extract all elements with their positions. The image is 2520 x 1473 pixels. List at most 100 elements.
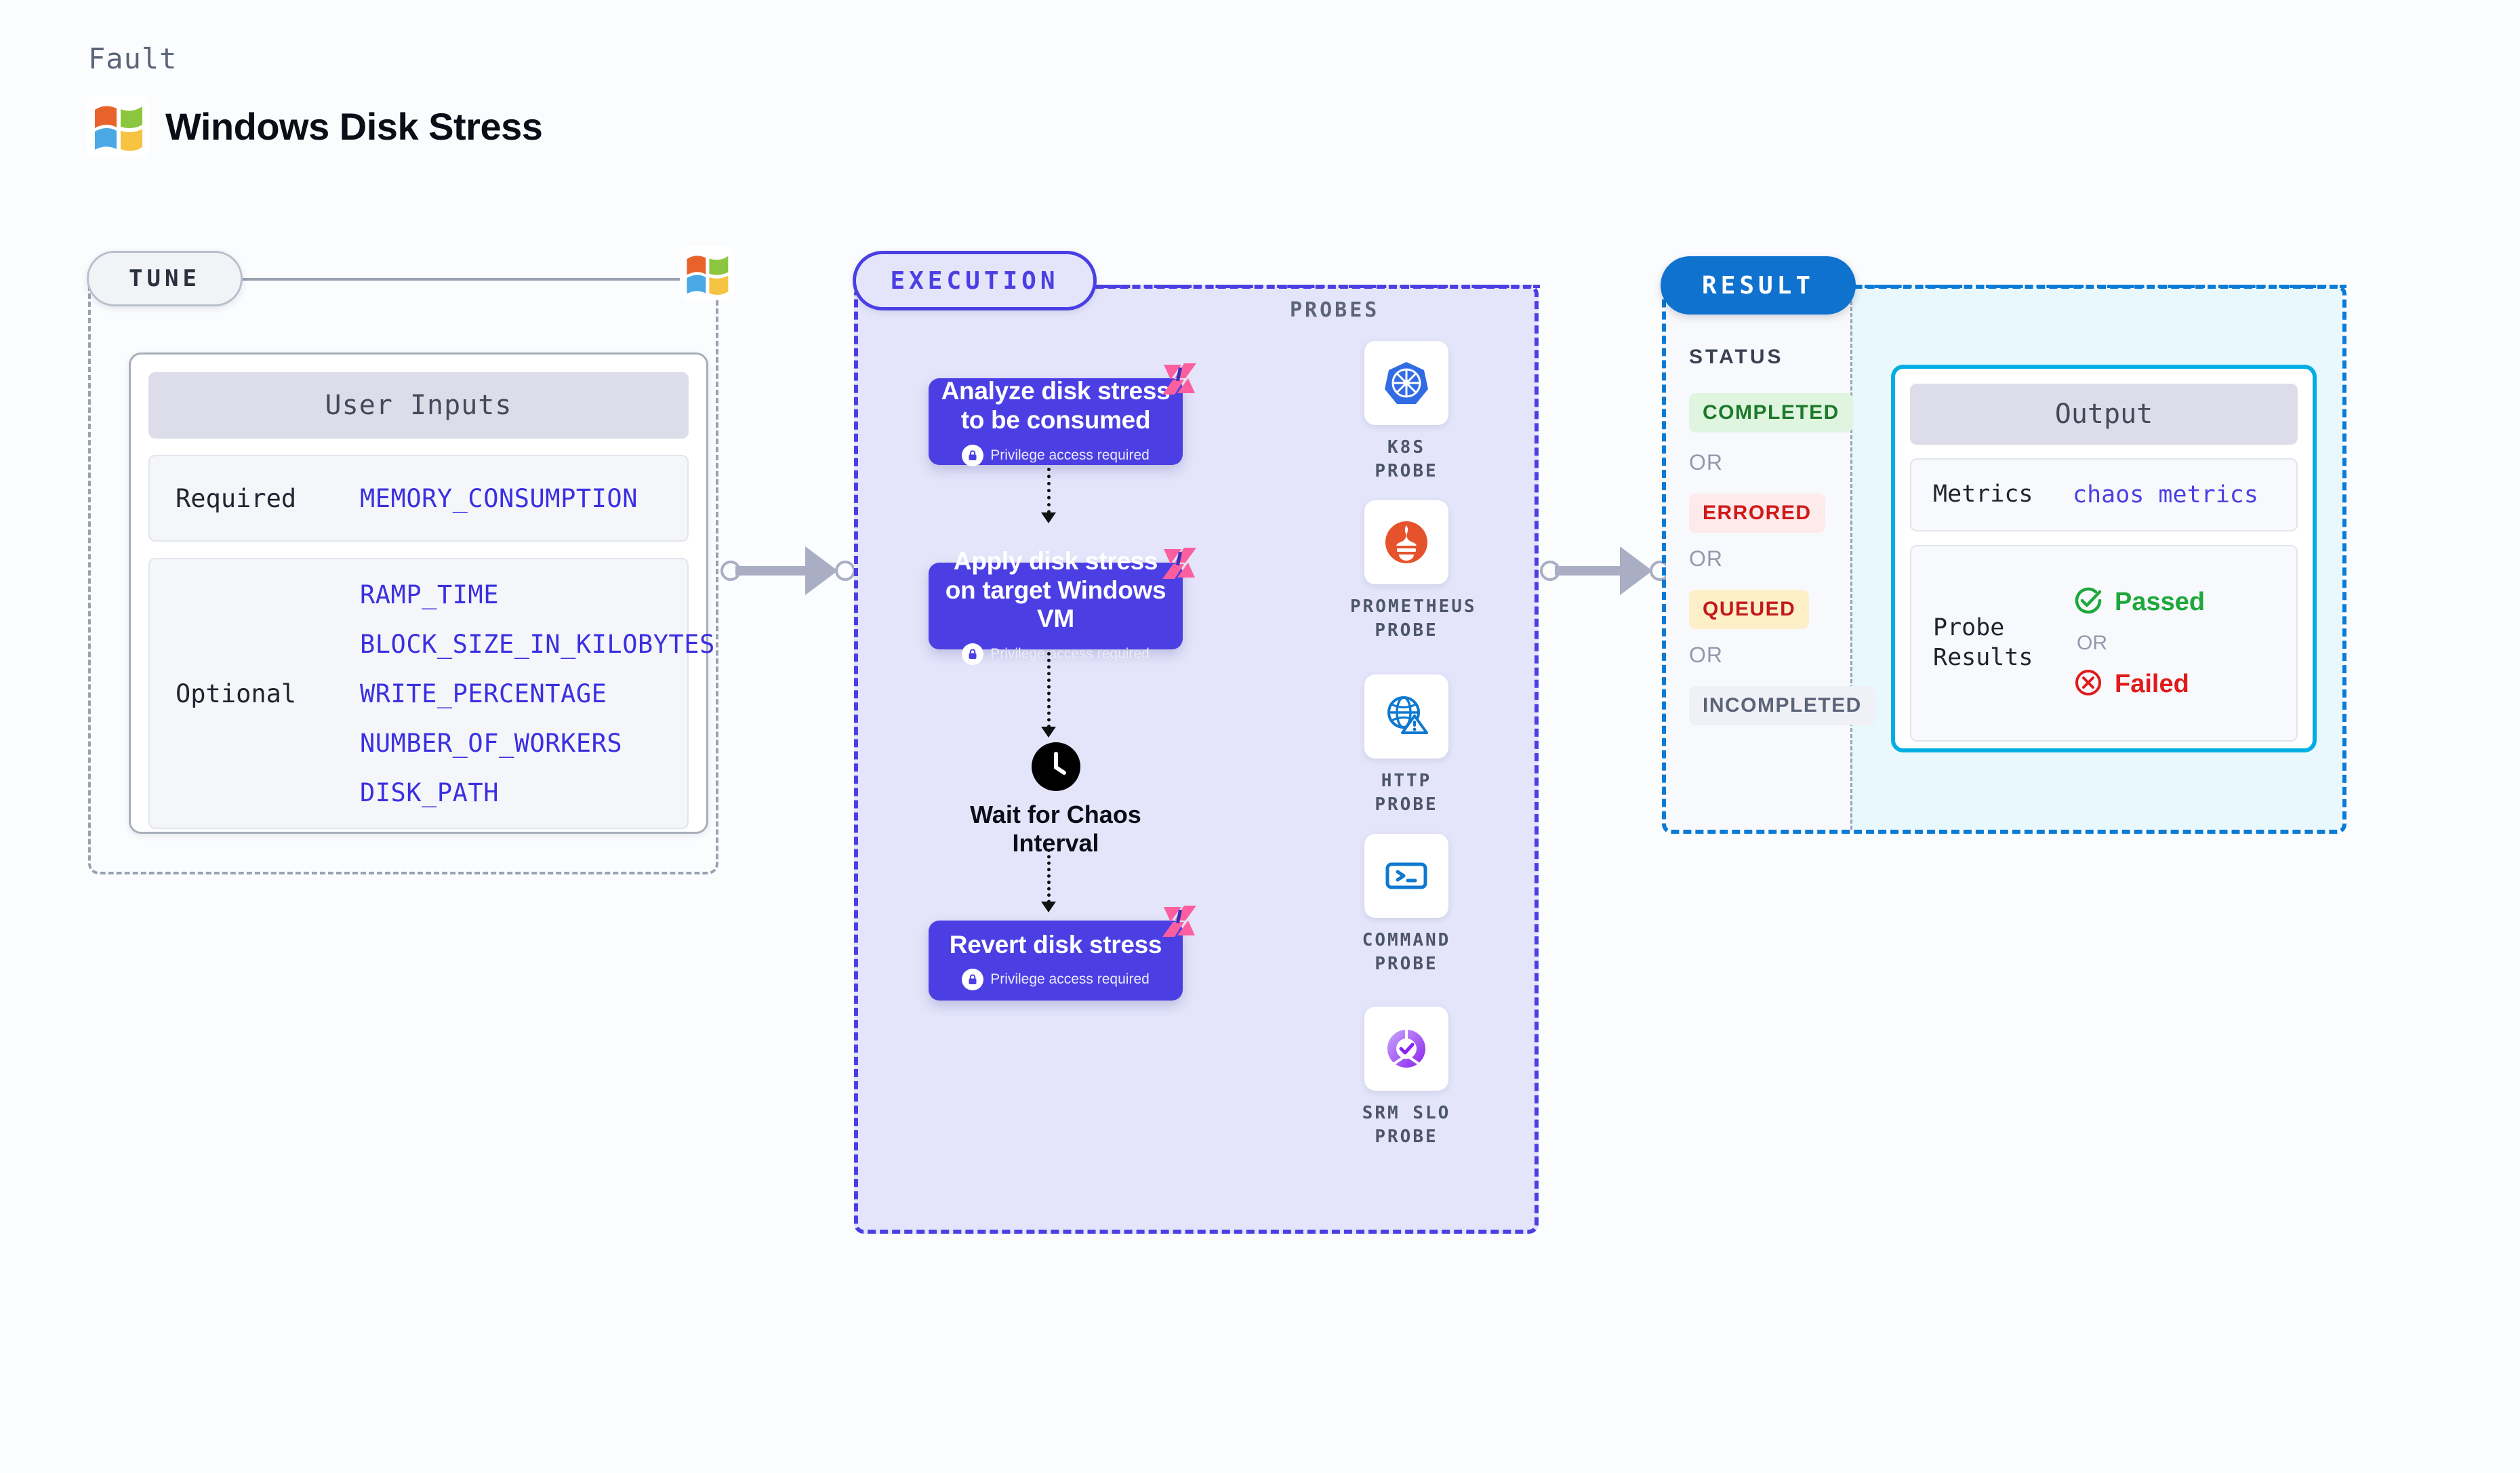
tune-badge[interactable]: TUNE (87, 251, 243, 306)
probe-tile-prometheus[interactable]: PROMETHEUS PROBE (1350, 500, 1477, 643)
input-name[interactable]: BLOCK_SIZE_IN_KILOBYTES (360, 629, 715, 659)
metrics-label: Metrics (1933, 481, 2033, 508)
required-inputs-group: Required MEMORY_CONSUMPTION (148, 455, 689, 542)
flow-arrow (1041, 849, 1056, 912)
litmus-chaos-icon (1161, 361, 1198, 401)
wait-label: Wait for Chaos Interval (970, 801, 1141, 857)
connector-arrowhead (805, 546, 838, 595)
probe-label: HTTP PROBE (1375, 771, 1438, 815)
required-values: MEMORY_CONSUMPTION (360, 484, 638, 513)
step-privilege: Privilege access required (962, 969, 1150, 991)
probe-label: SRM SLO PROBE (1362, 1103, 1451, 1148)
result-badge[interactable]: RESULT (1661, 256, 1856, 315)
probe-tile-k8s[interactable]: K8S PROBE (1350, 341, 1463, 483)
optional-label: Optional (176, 679, 297, 708)
status-title: STATUS (1689, 346, 1784, 368)
http-globe-warning-icon (1364, 674, 1448, 759)
terminal-icon (1364, 834, 1448, 918)
page-title-row: Windows Disk Stress (87, 95, 543, 157)
flow-arrow-line (1047, 468, 1051, 521)
page-title: Windows Disk Stress (165, 104, 543, 148)
result-leader-line (1854, 285, 2346, 288)
wait-for-chaos-node: Wait for Chaos Interval (929, 742, 1183, 858)
flow-arrow (1041, 652, 1056, 738)
flow-arrow-head (1041, 727, 1056, 738)
flow-arrow-line (1047, 849, 1051, 910)
litmus-chaos-icon (1161, 545, 1198, 585)
optional-values: RAMP_TIME BLOCK_SIZE_IN_KILOBYTES WRITE_… (360, 580, 715, 807)
windows-logo-icon (680, 246, 734, 304)
step-title: Apply disk stress on target Windows VM (945, 546, 1166, 633)
input-name[interactable]: WRITE_PERCENTAGE (360, 679, 607, 708)
status-badge-completed: COMPLETED (1689, 393, 1853, 432)
step-privilege-text: Privilege access required (990, 447, 1150, 463)
required-label: Required (176, 483, 297, 513)
probes-title: PROBES (1290, 298, 1380, 322)
input-name[interactable]: DISK_PATH (360, 778, 499, 807)
check-circle-icon (2073, 585, 2104, 620)
connector-line (735, 566, 827, 576)
or-separator: OR (1689, 643, 1723, 667)
page-eyebrow: Fault (88, 42, 178, 75)
metrics-value[interactable]: chaos metrics (2073, 481, 2258, 508)
flow-arrow (1041, 468, 1056, 523)
failed-label: Failed (2115, 670, 2189, 698)
step-privilege-text: Privilege access required (990, 971, 1150, 988)
probe-label: K8S PROBE (1375, 437, 1438, 482)
step-title: Revert disk stress (949, 930, 1162, 959)
step-privilege-text: Privilege access required (990, 646, 1150, 662)
execution-step-card[interactable]: Apply disk stress on target Windows VM P… (929, 547, 1196, 666)
probe-tile-http[interactable]: HTTP PROBE (1350, 674, 1463, 817)
status-badge-incompleted: INCOMPLETED (1689, 686, 1875, 725)
input-name[interactable]: RAMP_TIME (360, 580, 499, 609)
flow-arrow-line (1047, 652, 1051, 735)
status-badge-errored: ERRORED (1689, 493, 1825, 533)
kubernetes-icon (1364, 341, 1448, 425)
clock-icon (1031, 742, 1080, 791)
connector-end-dot (835, 561, 855, 581)
step-privilege: Privilege access required (962, 643, 1150, 666)
srm-slo-donut-icon (1364, 1007, 1448, 1091)
or-separator: OR (1689, 546, 1723, 571)
input-name[interactable]: NUMBER_OF_WORKERS (360, 728, 623, 758)
probe-result-failed: Failed (2073, 667, 2205, 702)
x-circle-icon (2073, 667, 2104, 702)
result-divider (1850, 289, 1852, 830)
lock-icon (962, 643, 984, 666)
status-badge-queued: QUEUED (1689, 590, 1810, 629)
result-status-background (1666, 289, 1850, 830)
user-inputs-title: User Inputs (148, 372, 689, 439)
flow-arrow-head (1041, 902, 1056, 912)
user-inputs-panel: User Inputs Required MEMORY_CONSUMPTION … (129, 352, 714, 834)
execution-step-card[interactable]: Analyze disk stress to be consumed Privi… (929, 363, 1196, 466)
windows-logo-icon (87, 95, 149, 157)
lock-icon (962, 969, 984, 991)
or-separator: OR (1689, 450, 1723, 475)
probe-tile-command[interactable]: COMMAND PROBE (1350, 834, 1463, 976)
output-panel: Output Metrics chaos metrics Probe Resul… (1891, 365, 2317, 752)
step-title: Analyze disk stress to be consumed (941, 377, 1171, 434)
prometheus-icon (1364, 500, 1448, 584)
litmus-chaos-icon (1161, 903, 1198, 943)
probe-result-passed: Passed (2073, 585, 2205, 620)
probe-tile-srm-slo[interactable]: SRM SLO PROBE (1350, 1007, 1463, 1149)
probe-results-values: Passed OR Failed (2073, 585, 2205, 702)
connector-start-dot (720, 561, 741, 581)
execution-badge[interactable]: EXECUTION (853, 251, 1097, 310)
input-name[interactable]: MEMORY_CONSUMPTION (360, 483, 638, 513)
probe-label: COMMAND PROBE (1362, 930, 1451, 975)
tune-leader-line (243, 278, 704, 281)
output-title: Output (1910, 384, 2298, 445)
connector-arrowhead (1620, 546, 1652, 595)
step-privilege: Privilege access required (962, 444, 1150, 466)
metrics-row: Metrics chaos metrics (1910, 458, 2298, 531)
execution-step-card[interactable]: Revert disk stress Privilege access requ… (929, 906, 1196, 1001)
probe-results-label: Probe Results (1933, 614, 2033, 671)
execution-leader-line (1093, 285, 1540, 288)
or-separator: OR (2077, 632, 2107, 654)
probe-label: PROMETHEUS PROBE (1350, 597, 1477, 641)
optional-inputs-group: Optional RAMP_TIME BLOCK_SIZE_IN_KILOBYT… (148, 558, 714, 829)
flow-arrow-head (1041, 512, 1056, 523)
probe-results-row: Probe Results Passed OR (1910, 545, 2298, 742)
